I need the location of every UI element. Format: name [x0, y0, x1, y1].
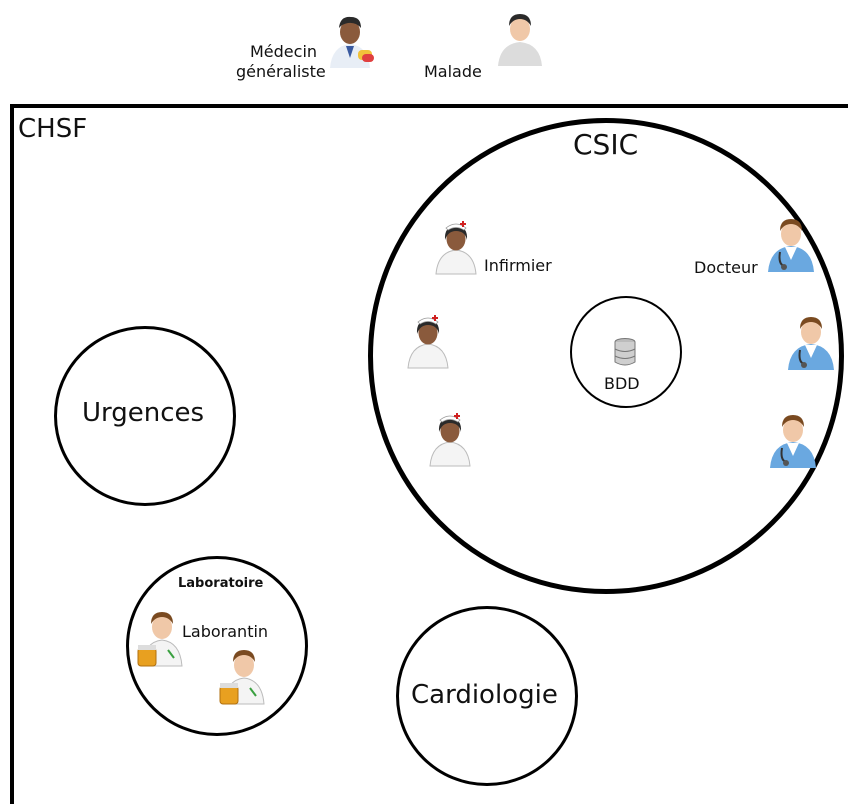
- laborantin-label: Laborantin: [182, 622, 269, 641]
- nurse-icon: [432, 218, 480, 276]
- cardiologie-label: Cardiologie: [411, 680, 558, 710]
- urgences-circle: [54, 326, 236, 506]
- database-icon: [614, 338, 636, 370]
- patient-icon: [494, 10, 546, 68]
- bdd-circle: [570, 296, 682, 408]
- lab-technician-icon: [136, 608, 188, 668]
- nurse-icon: [404, 312, 452, 370]
- infirmier-label: Infirmier: [484, 256, 552, 275]
- lab-technician-icon: [218, 646, 270, 706]
- general-practitioner-icon: [326, 12, 376, 70]
- chsf-label: CHSF: [18, 114, 88, 144]
- chsf-boundary: [10, 104, 848, 804]
- doctor-icon: [766, 410, 820, 470]
- csic-label: CSIC: [573, 128, 639, 161]
- cardiologie-circle: [396, 606, 578, 786]
- malade-label: Malade: [424, 62, 482, 81]
- docteur-label: Docteur: [694, 258, 758, 277]
- medecin-label-line2: généraliste: [236, 62, 326, 81]
- bdd-label: BDD: [604, 374, 640, 393]
- doctor-icon: [764, 214, 818, 274]
- laboratoire-title: Laboratoire: [178, 576, 264, 591]
- doctor-icon: [784, 312, 838, 372]
- urgences-label: Urgences: [82, 398, 205, 428]
- medecin-label-line1: Médecin: [250, 42, 318, 61]
- nurse-icon: [426, 410, 474, 468]
